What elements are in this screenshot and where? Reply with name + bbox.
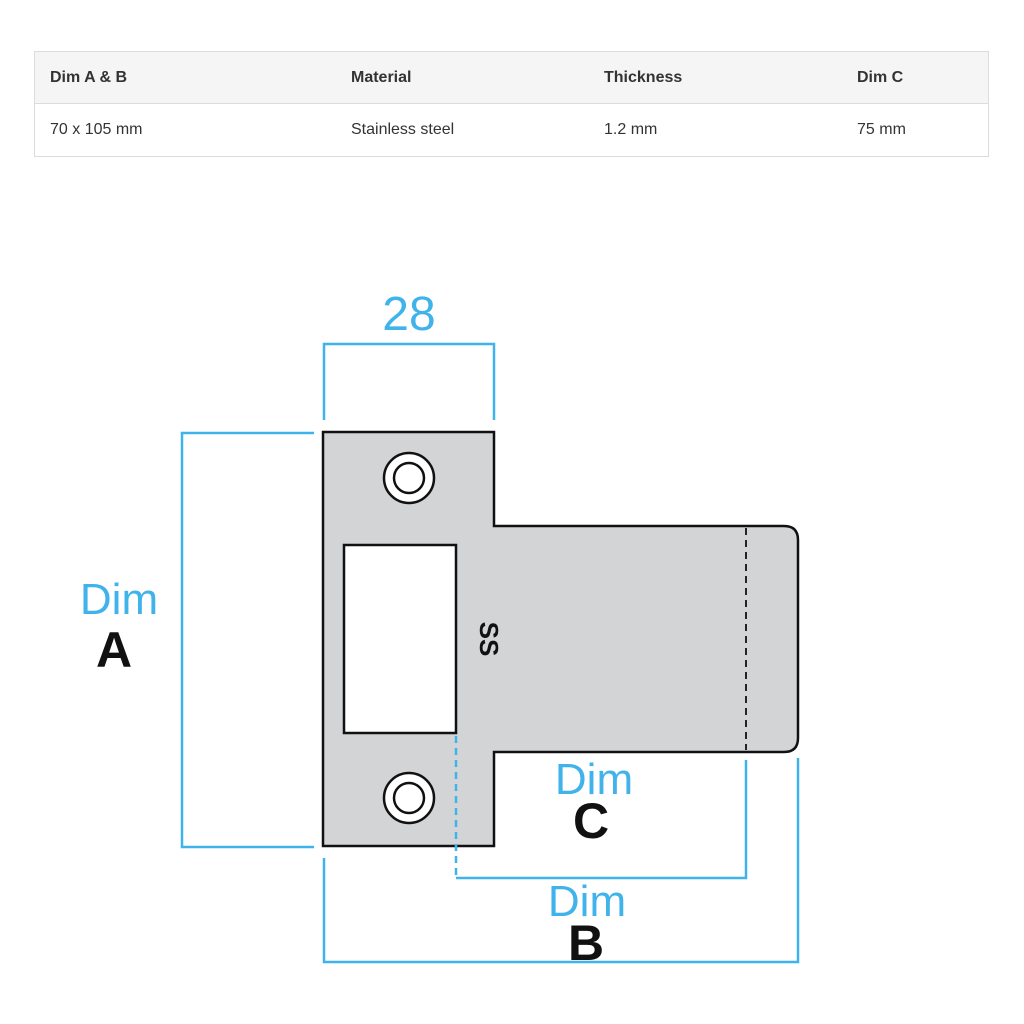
- spec-table: Dim A & B Material Thickness Dim C 70 x …: [34, 51, 989, 157]
- dim-c-word: Dim: [555, 755, 633, 804]
- strike-plate: [321, 430, 800, 848]
- dim-b-word: Dim: [548, 877, 626, 926]
- top-dimension-bracket: [322, 342, 496, 420]
- header-dim-c: Dim C: [842, 51, 989, 104]
- header-thickness: Thickness: [589, 51, 842, 104]
- dim-b-bracket: [322, 758, 800, 964]
- cell-material: Stainless steel: [351, 121, 455, 138]
- dim-a-letter: A: [96, 622, 132, 678]
- plate-marking: SS: [474, 622, 504, 657]
- cell-thickness: 1.2 mm: [604, 121, 658, 138]
- dim-c-letter: C: [573, 793, 609, 849]
- table-header-row: Dim A & B Material Thickness Dim C: [34, 51, 989, 104]
- header-material: Material: [336, 51, 589, 104]
- dim-a-word: Dim: [80, 575, 158, 624]
- dim-b-letter: B: [568, 915, 604, 971]
- latch-cutout: [342, 543, 458, 735]
- dim-c-bracket: [456, 760, 748, 880]
- screw-hole-top-icon: [382, 451, 436, 505]
- top-dimension-value: 28: [382, 288, 435, 341]
- screw-hole-bottom-icon: [382, 771, 436, 825]
- cell-dim-a-b: 70 x 105 mm: [50, 121, 143, 138]
- dim-a-bracket: [180, 431, 314, 849]
- header-dim-a-b: Dim A & B: [34, 51, 336, 104]
- cell-dim-c: 75 mm: [857, 121, 906, 138]
- table-row: 70 x 105 mm Stainless steel 1.2 mm 75 mm: [35, 104, 989, 157]
